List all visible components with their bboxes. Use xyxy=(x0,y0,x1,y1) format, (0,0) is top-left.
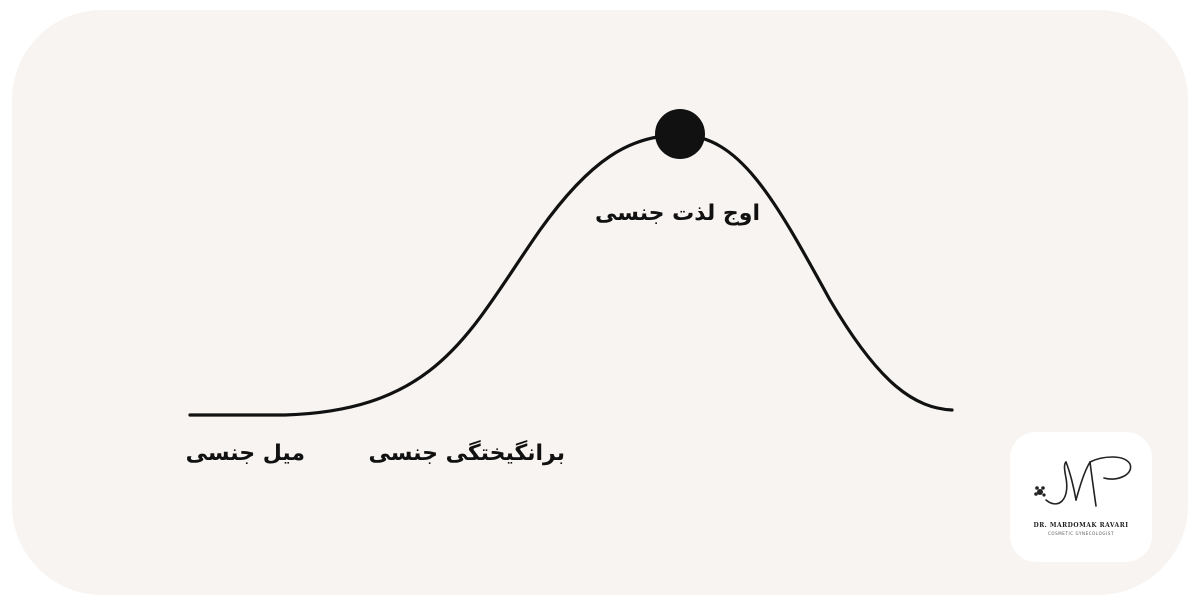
logo-subtitle: COSMETIC GYNECOLOGIST xyxy=(1047,531,1115,536)
label-desire: میل جنسی xyxy=(185,441,305,466)
peak-marker xyxy=(655,109,705,159)
label-orgasm: اوج لذت جنسی xyxy=(595,201,760,226)
label-arousal: برانگیختگی جنسی xyxy=(368,441,565,466)
logo-name: DR. MARDOMAK RAVARI xyxy=(1033,522,1129,529)
response-curve xyxy=(188,133,954,417)
brand-logo: DR. MARDOMAK RAVARI COSMETIC GYNECOLOGIS… xyxy=(1010,432,1152,562)
flower-icon xyxy=(1034,486,1046,497)
monogram-logo xyxy=(1034,456,1132,507)
diagram-card xyxy=(12,10,1188,595)
